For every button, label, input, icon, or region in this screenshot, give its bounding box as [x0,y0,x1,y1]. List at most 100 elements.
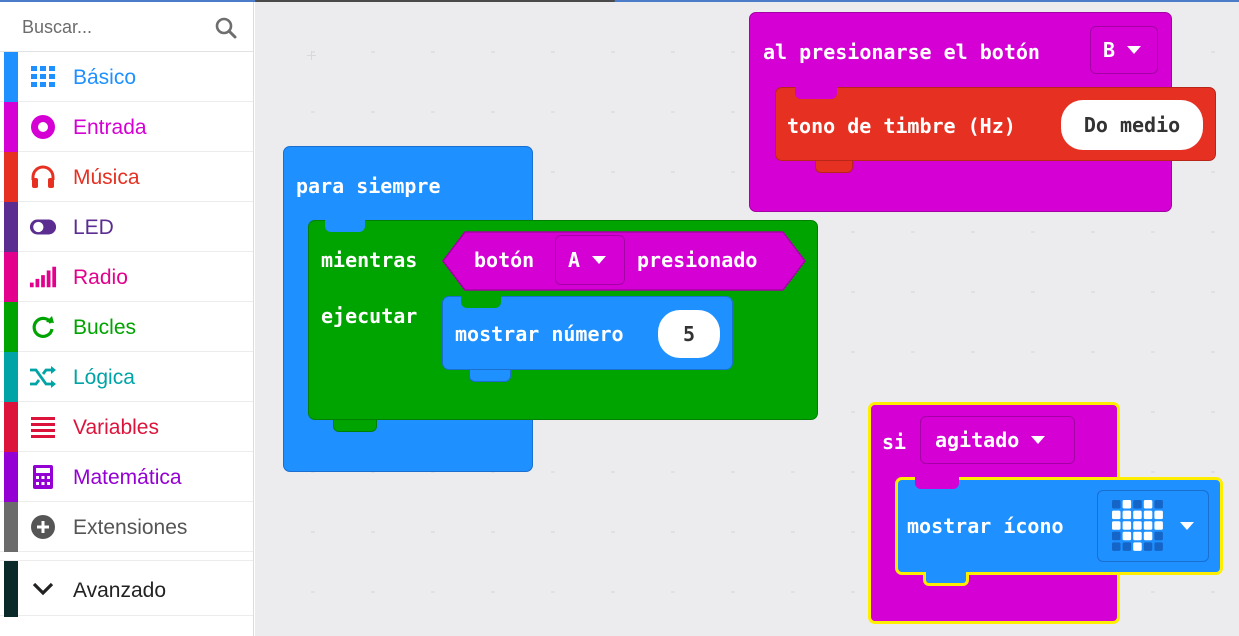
plus-circle-icon [29,514,57,540]
block-label: mostrar ícono [907,514,1064,538]
caret-down-icon [1180,522,1194,530]
blocks-workspace[interactable]: al presionarse el botón B tono de timbre… [255,2,1239,636]
category-radio[interactable]: Radio [0,252,253,302]
category-extensiones[interactable]: Extensiones [0,502,253,552]
dropdown-value: agitado [935,428,1020,452]
led-off [1143,542,1153,551]
category-led[interactable]: LED [0,202,253,252]
loop-icon [29,314,57,340]
chevron-down-icon [29,576,57,602]
led-on [1154,510,1163,520]
category-label: Extensiones [73,516,188,539]
led-on [1122,521,1132,530]
category-label: Variables [73,416,159,439]
category-color-bar [4,252,18,302]
block-notch [461,296,501,308]
search-icon[interactable] [214,16,238,40]
category-label: Lógica [73,366,135,389]
category-color-bar [4,561,18,617]
block-notch [469,370,511,382]
led-off [1154,531,1163,541]
category-color-bar [4,402,18,452]
toggle-icon [29,214,57,240]
category-label: LED [73,216,114,239]
led-on [1133,542,1142,551]
category-matematica[interactable]: Matemática [0,452,253,502]
heart-icon [1112,500,1163,551]
led-on [1143,500,1153,509]
lines-icon [29,414,57,440]
block-label: para siempre [296,174,441,198]
block-label: mostrar número [455,322,624,346]
number-input[interactable]: 5 [658,310,720,358]
category-label: Música [73,166,140,189]
block-notch [795,87,837,99]
category-color-bar [4,352,18,402]
led-on [1133,510,1142,520]
icon-dropdown[interactable] [1097,490,1209,562]
block-label: ejecutar [321,304,418,328]
led-off [1122,542,1132,551]
top-strip [0,0,1239,2]
block-label: al presionarse el botón [763,40,1040,64]
led-on [1122,500,1132,509]
note-input[interactable]: Do medio [1061,100,1203,150]
category-logica[interactable]: Lógica [0,352,253,402]
toolbox-sidebar: Básico Entrada Música LED [0,2,254,636]
category-avanzado[interactable]: Avanzado [0,560,253,617]
block-notch [325,220,365,232]
led-on [1133,521,1142,530]
search-box [0,2,253,52]
led-on [1143,531,1153,541]
category-basico[interactable]: Básico [0,52,253,102]
led-on [1122,531,1132,541]
category-bucles[interactable]: Bucles [0,302,253,352]
block-notch [923,572,969,586]
dropdown-value: A [568,248,581,272]
led-on [1112,510,1121,520]
category-color-bar [4,502,18,552]
led-on [1133,531,1142,541]
category-label: Entrada [73,116,147,139]
category-label: Avanzado [73,579,167,602]
headphones-icon [29,164,57,190]
caret-down-icon [1031,436,1046,444]
block-notch [915,477,959,489]
category-color-bar [4,452,18,502]
calculator-icon [29,464,57,490]
shuffle-icon [29,364,57,390]
block-label: mientras [321,248,418,272]
block-label: botón [474,248,535,272]
category-color-bar [4,302,18,352]
category-color-bar [4,102,18,152]
led-on [1154,521,1163,530]
gesture-dropdown[interactable]: agitado [920,416,1075,464]
category-label: Matemática [73,466,182,489]
led-on [1122,510,1132,520]
grid-icon [29,64,57,90]
target-icon [29,114,57,140]
led-on [1143,521,1153,530]
block-notch [815,161,853,173]
button-dropdown[interactable]: A [555,235,625,285]
block-label: tono de timbre (Hz) [787,114,1016,138]
category-color-bar [4,152,18,202]
led-off [1133,500,1142,509]
caret-down-icon [1127,46,1142,54]
led-off [1112,542,1121,551]
block-label: si [882,430,907,454]
category-label: Bucles [73,316,137,339]
block-label: presionado [637,248,758,272]
led-on [1112,521,1121,530]
category-color-bar [4,52,18,102]
button-dropdown[interactable]: B [1090,26,1158,74]
block-notch [333,420,377,432]
category-variables[interactable]: Variables [0,402,253,452]
search-input[interactable] [4,6,244,48]
category-label: Radio [73,266,128,289]
led-off [1112,500,1121,509]
signal-bars-icon [29,264,57,290]
category-musica[interactable]: Música [0,152,253,202]
category-entrada[interactable]: Entrada [0,102,253,152]
caret-down-icon [592,256,607,264]
